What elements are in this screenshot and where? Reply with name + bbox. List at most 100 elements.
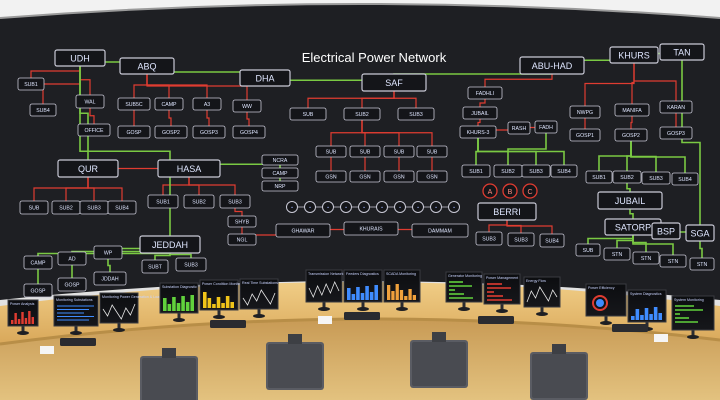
node-ghawar: GHAWAR [275, 223, 331, 238]
node-label: SUB4 [115, 206, 129, 212]
monitor-visual [203, 292, 234, 308]
node-r-sub3: SUB3 [521, 164, 551, 178]
node-hasa: HASA [157, 159, 221, 178]
node-label: GHAWAR [292, 229, 315, 235]
node-box [239, 69, 291, 87]
node-tan: TAN [659, 43, 705, 61]
node-box [659, 126, 693, 140]
monitor-m1: Power Analysis [7, 299, 39, 335]
monitor-visual [242, 289, 276, 306]
node-label: GSN [426, 175, 437, 181]
node-label: SAF [385, 78, 403, 88]
node-gs1: SUB [315, 145, 347, 158]
monitor-title: Power Management [486, 276, 518, 280]
monitor-title: Generator Monitoring [448, 274, 482, 278]
node-box [416, 170, 448, 183]
node-label: SUB3 [87, 206, 101, 212]
node-box [651, 222, 681, 240]
node-wp: WP [93, 245, 123, 260]
node-jeddah-s1: JDDAH [93, 271, 127, 286]
connector-line [87, 168, 123, 208]
connector-line [507, 127, 547, 171]
bus-node-mark: • [453, 205, 455, 210]
monitor-screen [239, 278, 279, 310]
node-sat-s5: STN [689, 257, 715, 271]
node-box [117, 125, 151, 139]
node-sat-s2: STN [603, 247, 631, 261]
node-dha: DHA [239, 69, 291, 87]
monitor-title: Power Condition Monitoring [202, 282, 246, 286]
connector-line [633, 55, 677, 107]
node-box [147, 194, 179, 209]
keyboard [60, 338, 96, 346]
node-label: GOSP4 [240, 130, 258, 136]
bus-node [430, 201, 442, 213]
node-udh: UDH [54, 49, 106, 67]
node-box [569, 105, 601, 119]
node-box [261, 154, 299, 166]
node-h-sub3: SUB3 [219, 194, 251, 209]
node-label: GOSP [31, 289, 47, 295]
node-label: GOSP2 [162, 130, 180, 136]
node-label: A3 [204, 102, 210, 108]
node-box [477, 202, 537, 221]
monitor-visual [526, 286, 558, 303]
node-gs2: SUB [349, 145, 381, 158]
node-gs7: GSN [383, 170, 415, 183]
node-label: SUB2 [192, 200, 206, 206]
breaker-letter: C [527, 189, 532, 196]
node-box [57, 251, 87, 266]
node-j-sub2: SUB2 [612, 170, 642, 184]
breaker-circle: B [502, 183, 518, 199]
node-r-sub2: SUB2 [493, 164, 523, 178]
node-abq: ABQ [119, 57, 175, 75]
monitor-screen [483, 273, 521, 305]
monitor-m11: Power Management [483, 273, 521, 313]
node-label: SUBT [148, 265, 163, 271]
node-box [93, 271, 127, 286]
node-box [659, 254, 687, 268]
monitor-title: Energy Flow [526, 279, 546, 283]
node-gs8: GSN [416, 170, 448, 183]
monitor-visual [387, 284, 416, 300]
node-box [614, 128, 648, 142]
node-label: QUR [78, 164, 99, 174]
monitor-screen [53, 295, 99, 327]
node-box [275, 223, 331, 238]
node-box [57, 159, 119, 178]
node-label: SUB3 [482, 237, 496, 243]
node-label: STN [697, 262, 708, 268]
monitor-m3: Monitoring Power Generation & Load [99, 292, 161, 332]
connector-line [630, 135, 686, 179]
bus-node [412, 201, 424, 213]
node-label: NRP [275, 184, 286, 190]
node-nrp: NRP [261, 180, 299, 192]
monitor-title: Feeders Diagnostics [346, 272, 379, 276]
node-label: BERRI [493, 207, 521, 217]
node-gosp2: GOSP2 [154, 125, 188, 139]
node-box [343, 221, 399, 236]
node-label: ABQ [137, 62, 156, 72]
node-q-sub1: SUB [19, 200, 49, 215]
keyboard [344, 312, 380, 320]
node-label: SUB1 [24, 82, 38, 88]
node-j-sub3: SUB3 [641, 171, 671, 185]
bus-node-mark: • [381, 205, 383, 210]
node-box [467, 86, 503, 100]
monitor-screen [671, 295, 715, 331]
node-q-sub2: SUB2 [51, 200, 81, 215]
operator-chairs [140, 332, 588, 400]
node-gosp-d: GOSP [23, 283, 53, 298]
bus-node-mark: • [327, 205, 329, 210]
node-label: SHYB [235, 220, 250, 226]
node-fadhli2: FADH [534, 120, 558, 134]
node-gosp3: GOSP3 [192, 125, 226, 139]
node-label: MANIFA [622, 108, 642, 114]
node-label: GSN [359, 175, 370, 181]
monitor-m10: Generator Monitoring [445, 271, 483, 311]
node-label: JUBAIL [615, 196, 646, 206]
monitor-visual [163, 295, 194, 311]
monitor-visual [449, 281, 473, 299]
operator-chair [140, 348, 198, 400]
node-gosp4: GOSP4 [232, 125, 266, 139]
